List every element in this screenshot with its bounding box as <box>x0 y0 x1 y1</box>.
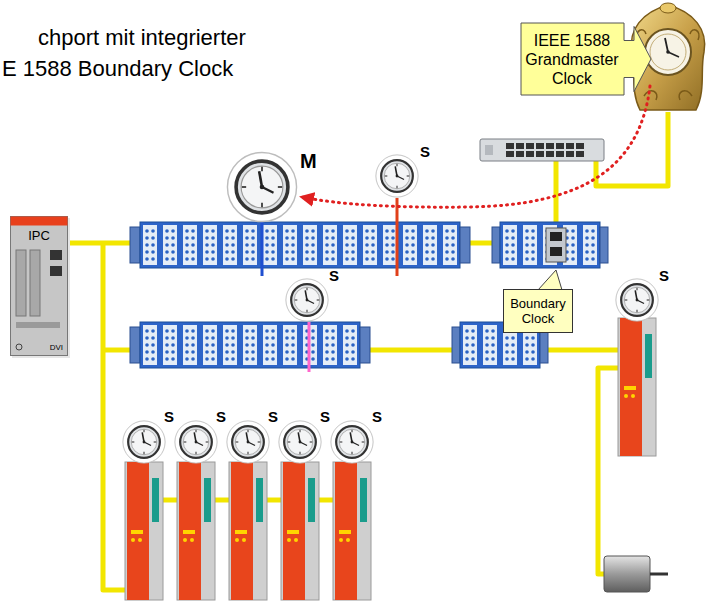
terminal-block <box>500 222 600 268</box>
slave-label: S <box>268 408 278 425</box>
cable-drive-link <box>319 498 333 503</box>
terminal-block <box>140 322 360 368</box>
master-label: M <box>300 150 317 172</box>
clock-face <box>645 29 691 75</box>
servo-drive <box>281 462 319 600</box>
motor-body <box>604 556 650 592</box>
switch-body <box>480 139 604 161</box>
end-cap <box>600 227 608 263</box>
clock-icons <box>123 152 658 463</box>
slave-stem <box>308 322 311 372</box>
slave-clock <box>175 421 217 463</box>
slave-label: S <box>659 267 669 284</box>
slave-label: S <box>216 408 226 425</box>
cable-grandmaster <box>596 112 668 186</box>
sync-arrow <box>302 86 650 207</box>
switch-port-module <box>546 228 566 262</box>
port-label: DVI <box>50 343 63 353</box>
text-block: IEEE 1588 Grandmaster Clock <box>520 31 624 88</box>
clock-hand <box>668 52 679 57</box>
end-cap <box>452 327 460 363</box>
arrow-callout-outline <box>521 23 651 95</box>
callout-text: Boundary Clock <box>508 296 568 326</box>
slave-clock <box>616 279 658 321</box>
ipc-slot <box>16 250 26 316</box>
cable-ipc-drives <box>103 243 125 590</box>
ipc-top-bar <box>11 217 68 226</box>
clock-hand <box>665 38 668 52</box>
slave-label: S <box>420 143 430 160</box>
callout-text: IEEE 1588 Grandmaster Clock <box>525 31 619 88</box>
end-cap <box>360 327 370 363</box>
power-symbol <box>16 344 22 350</box>
slave-label: S <box>329 267 339 284</box>
clock-pivot <box>666 50 670 54</box>
ipc-drive-bay <box>16 322 60 328</box>
servo-drive <box>618 318 656 456</box>
callout-arrow-box: IEEE 1588 Grandmaster Clock <box>520 22 652 96</box>
ipc-port <box>50 266 62 276</box>
cable-motor <box>598 368 618 574</box>
ipc-slot <box>30 250 40 316</box>
clock-crest <box>660 3 676 13</box>
motor-shaft <box>650 573 668 576</box>
heading: chport mit integrierter E 1588 Boundary … <box>2 22 254 84</box>
master-stem <box>261 222 264 276</box>
slave-clock <box>279 421 321 463</box>
cable-top-row <box>470 241 492 246</box>
master-clock <box>227 152 296 221</box>
cable-switch-module <box>554 160 559 222</box>
end-cap <box>130 327 140 363</box>
slave-stem <box>396 198 399 276</box>
ipc-device: IPC DVI <box>10 216 68 356</box>
end-cap <box>130 227 140 263</box>
slave-clock <box>331 421 373 463</box>
slave-label: S <box>164 408 174 425</box>
terminal-block <box>140 222 460 268</box>
rj45-port <box>550 232 562 241</box>
clock-face-ring <box>650 34 686 70</box>
callout-box: Boundary Clock <box>503 289 573 333</box>
slave-clock <box>227 421 269 463</box>
rj45-port <box>550 247 562 256</box>
switch-ports <box>506 143 584 157</box>
ipc-port <box>50 250 62 260</box>
device-name: IPC <box>10 228 68 243</box>
cable-row2 <box>370 348 452 353</box>
slave-clock <box>286 279 328 321</box>
cable-drive-link <box>267 498 281 503</box>
cable-ipc-row2 <box>103 348 130 353</box>
cable-ipc-top <box>68 241 130 246</box>
end-cap <box>460 227 470 263</box>
network-switch <box>480 139 604 161</box>
slave-clock <box>376 155 418 197</box>
callout-pointer <box>538 270 562 290</box>
slave-clock <box>123 421 165 463</box>
servo-drive <box>177 462 215 600</box>
cable-drive-link <box>163 498 177 503</box>
slave-label: S <box>320 408 330 425</box>
slave-label: S <box>372 408 382 425</box>
clock-stems <box>262 198 397 372</box>
cable-to-drive <box>548 348 618 353</box>
servo-drive <box>333 462 371 600</box>
ipc-body <box>11 217 68 356</box>
cable-drive-link <box>215 498 229 503</box>
end-cap <box>492 227 500 263</box>
io-module-row <box>130 322 548 368</box>
servo-motor <box>604 556 668 592</box>
servo-drive <box>229 462 267 600</box>
servo-drive <box>125 462 163 600</box>
io-module-row <box>130 222 608 268</box>
switch-led <box>485 145 493 155</box>
